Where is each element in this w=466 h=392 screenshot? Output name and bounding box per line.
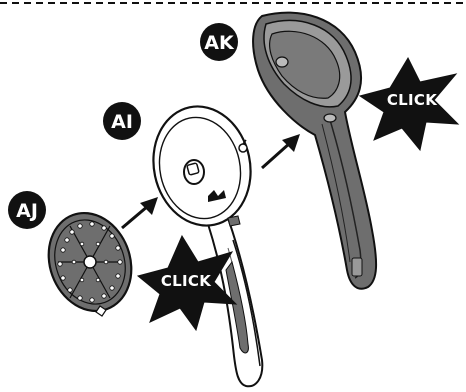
callout-ak: AK (200, 23, 238, 61)
callout-ai: AI (103, 102, 141, 140)
part-ak-back-housing (253, 13, 376, 289)
callout-ak-label: AK (204, 32, 235, 54)
click-burst-top-text: CLICK (387, 91, 438, 109)
part-aj-spray-face (35, 201, 144, 322)
part-ai-front-housing (143, 97, 263, 386)
arrow-right-up-icon (122, 197, 158, 228)
click-burst-bottom-text: CLICK (161, 272, 212, 290)
arrow-right-up-icon (262, 134, 300, 168)
callout-aj: AJ (8, 191, 46, 229)
callout-ai-label: AI (111, 111, 133, 133)
click-burst-top: CLICK (360, 58, 458, 150)
callout-aj-label: AJ (16, 200, 38, 222)
